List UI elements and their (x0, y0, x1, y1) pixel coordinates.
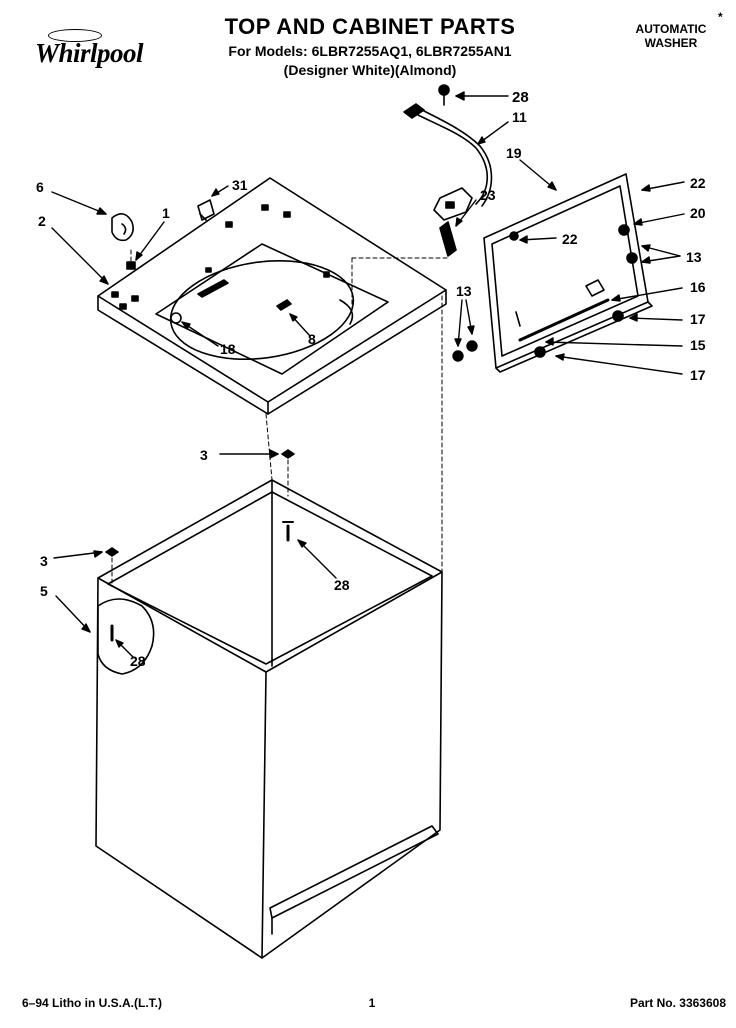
callout-28-middle: 28 (334, 577, 350, 593)
callout-22-upper: 22 (690, 175, 706, 191)
washer-lid (483, 173, 653, 373)
callout-17-lower: 17 (690, 367, 706, 383)
callout-20: 20 (690, 205, 706, 221)
lid-switch-harness (403, 84, 493, 221)
appliance-type: AUTOMATIC WASHER (616, 22, 726, 50)
callout-15: 15 (690, 337, 706, 353)
callout-5: 5 (40, 583, 48, 599)
callout-labels: 6 2 1 31 28 11 19 22 20 23 22 13 16 13 1… (36, 89, 706, 669)
whirlpool-logo: Whirlpool (14, 28, 164, 76)
callout-19: 19 (506, 145, 522, 161)
page-number: 1 (368, 996, 376, 1010)
model-numbers: For Models: 6LBR7255AQ1, 6LBR7255AN1 (228, 43, 512, 59)
callout-18: 18 (220, 341, 236, 357)
litho-note: 6–94 Litho in U.S.A.(L.T.) (22, 996, 163, 1010)
corner-mark: * (718, 10, 723, 24)
lid-actuator (439, 221, 457, 257)
callout-22-lower: 22 (562, 231, 578, 247)
callout-2: 2 (38, 213, 46, 229)
callout-1: 1 (162, 205, 170, 221)
callout-6: 6 (36, 179, 44, 195)
page-title: TOP AND CABINET PARTS (224, 14, 516, 39)
callout-3-lower: 3 (40, 553, 48, 569)
callout-3-upper: 3 (200, 447, 208, 463)
appliance-type-line2: WASHER (644, 36, 698, 50)
part-number: Part No. 3363608 (629, 996, 726, 1010)
callout-23: 23 (480, 187, 496, 203)
logo-emblem-icon (48, 29, 102, 42)
brand-name: Whirlpool (34, 38, 144, 68)
alignment-lines-cabinet (111, 295, 443, 585)
callout-31: 31 (232, 177, 248, 193)
callout-13-right: 13 (686, 249, 702, 265)
washer-top-panel (97, 177, 447, 415)
appliance-type-line1: AUTOMATIC (635, 22, 707, 36)
callout-28-lower: 28 (130, 653, 146, 669)
callout-leader-lines (51, 91, 685, 659)
alignment-lines-top (130, 249, 449, 311)
callout-8: 8 (308, 331, 316, 347)
washer-cabinet (95, 449, 443, 959)
color-variants: (Designer White)(Almond) (283, 62, 457, 78)
callout-28-top: 28 (512, 89, 529, 106)
callout-11: 11 (512, 109, 527, 125)
callout-17-upper: 17 (690, 311, 706, 327)
callout-16: 16 (690, 279, 706, 295)
callout-13-left: 13 (456, 283, 472, 299)
